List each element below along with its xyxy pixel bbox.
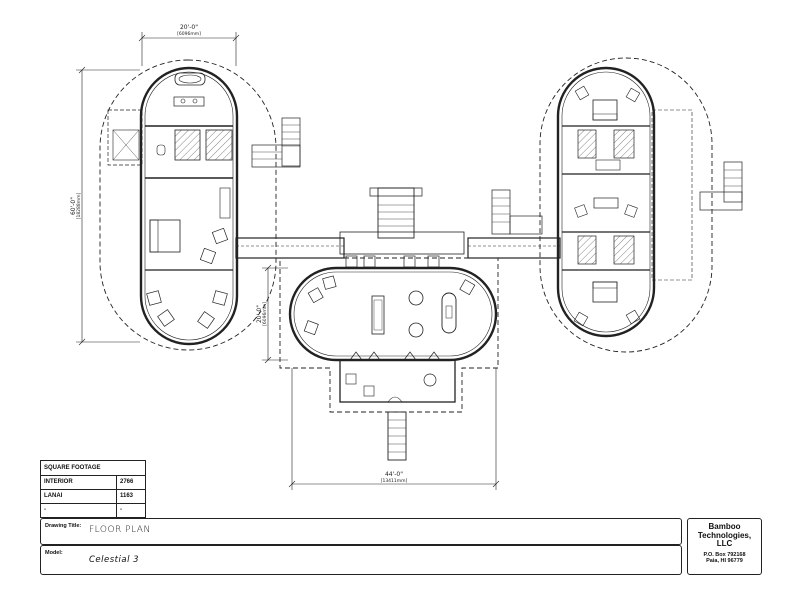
left-pod-closet-1 [174, 129, 201, 161]
left-pod-bed [149, 219, 181, 253]
drawing-title-box: Drawing Title: FLOOR PLAN [40, 518, 682, 545]
company-box: Bamboo Technologies, LLC P.O. Box 792168… [687, 518, 762, 575]
square-footage-title: SQUARE FOOTAGE [41, 461, 145, 476]
left-pod-toilet [156, 144, 166, 156]
interior-label: INTERIOR [41, 476, 117, 489]
right-pod-bed-top [592, 99, 618, 121]
blank-label: - [41, 504, 117, 517]
right-pod-bed-bottom [592, 281, 618, 303]
left-pod-deck [107, 109, 143, 166]
floor-plan-drawing: 20'-0" [6096mm] 60'-0" [18288mm] 20'-0" … [70, 24, 743, 490]
dim-left-height-metric: [18288mm] [76, 192, 82, 219]
square-footage-table: SQUARE FOOTAGE INTERIOR 2766 LANAI 1163 … [40, 460, 146, 518]
dim-center-height: 20'-0" [256, 305, 263, 323]
right-walkway [467, 237, 561, 259]
lanai-label: LANAI [41, 490, 117, 503]
model-box: Model: Celestial 3 [40, 545, 682, 575]
dimension-lines [76, 32, 500, 490]
center-lanai-outline [279, 257, 499, 413]
left-pod-bathtub [174, 72, 206, 86]
drawing-title-label: Drawing Title: [45, 523, 82, 529]
dim-center-height-metric: [6096mm] [262, 302, 268, 326]
center-pod [279, 187, 499, 461]
blank-value: - [120, 507, 122, 513]
center-lower-room [339, 359, 456, 403]
table-row: - - [41, 504, 145, 517]
left-pod-wall [139, 66, 239, 346]
right-pod-deck [651, 109, 693, 281]
right-pod [491, 57, 743, 353]
table-row: INTERIOR 2766 [41, 476, 145, 490]
center-sofa [371, 295, 385, 335]
center-entry-stair [377, 187, 415, 239]
lanai-value: 1163 [120, 493, 134, 499]
center-pod-wall [288, 266, 498, 362]
interior-value: 2766 [120, 479, 134, 485]
table-row: LANAI 1163 [41, 490, 145, 504]
right-pod-wall [556, 66, 656, 338]
left-pod-vanity [173, 96, 205, 107]
center-kitchen-island [441, 292, 457, 334]
model-label: Model: [45, 550, 63, 556]
right-pod-lanai-outline [539, 57, 713, 353]
company-name: Bamboo Technologies, LLC [697, 522, 752, 548]
right-pod-stair-left [491, 189, 511, 235]
right-pod-sofa [593, 197, 619, 209]
dim-top-width: 20'-0" [180, 24, 198, 31]
dim-bottom-width: 44'-0" [385, 471, 403, 478]
dim-left-height: 60'-0" [70, 197, 77, 215]
model-name: Celestial 3 [89, 555, 140, 565]
company-address: P.O. Box 792168 Paia, HI 96779 [703, 551, 746, 565]
left-walkway [235, 237, 345, 259]
right-pod-stair-right [699, 191, 743, 211]
dim-bottom-width-metric: [13411mm] [381, 478, 408, 484]
left-pod-closet-2 [205, 129, 233, 161]
left-pod-lanai-outline [99, 59, 277, 351]
left-pod [99, 59, 301, 351]
dim-top-width-metric: [6096mm] [177, 31, 201, 37]
drawing-title: FLOOR PLAN [89, 525, 151, 535]
